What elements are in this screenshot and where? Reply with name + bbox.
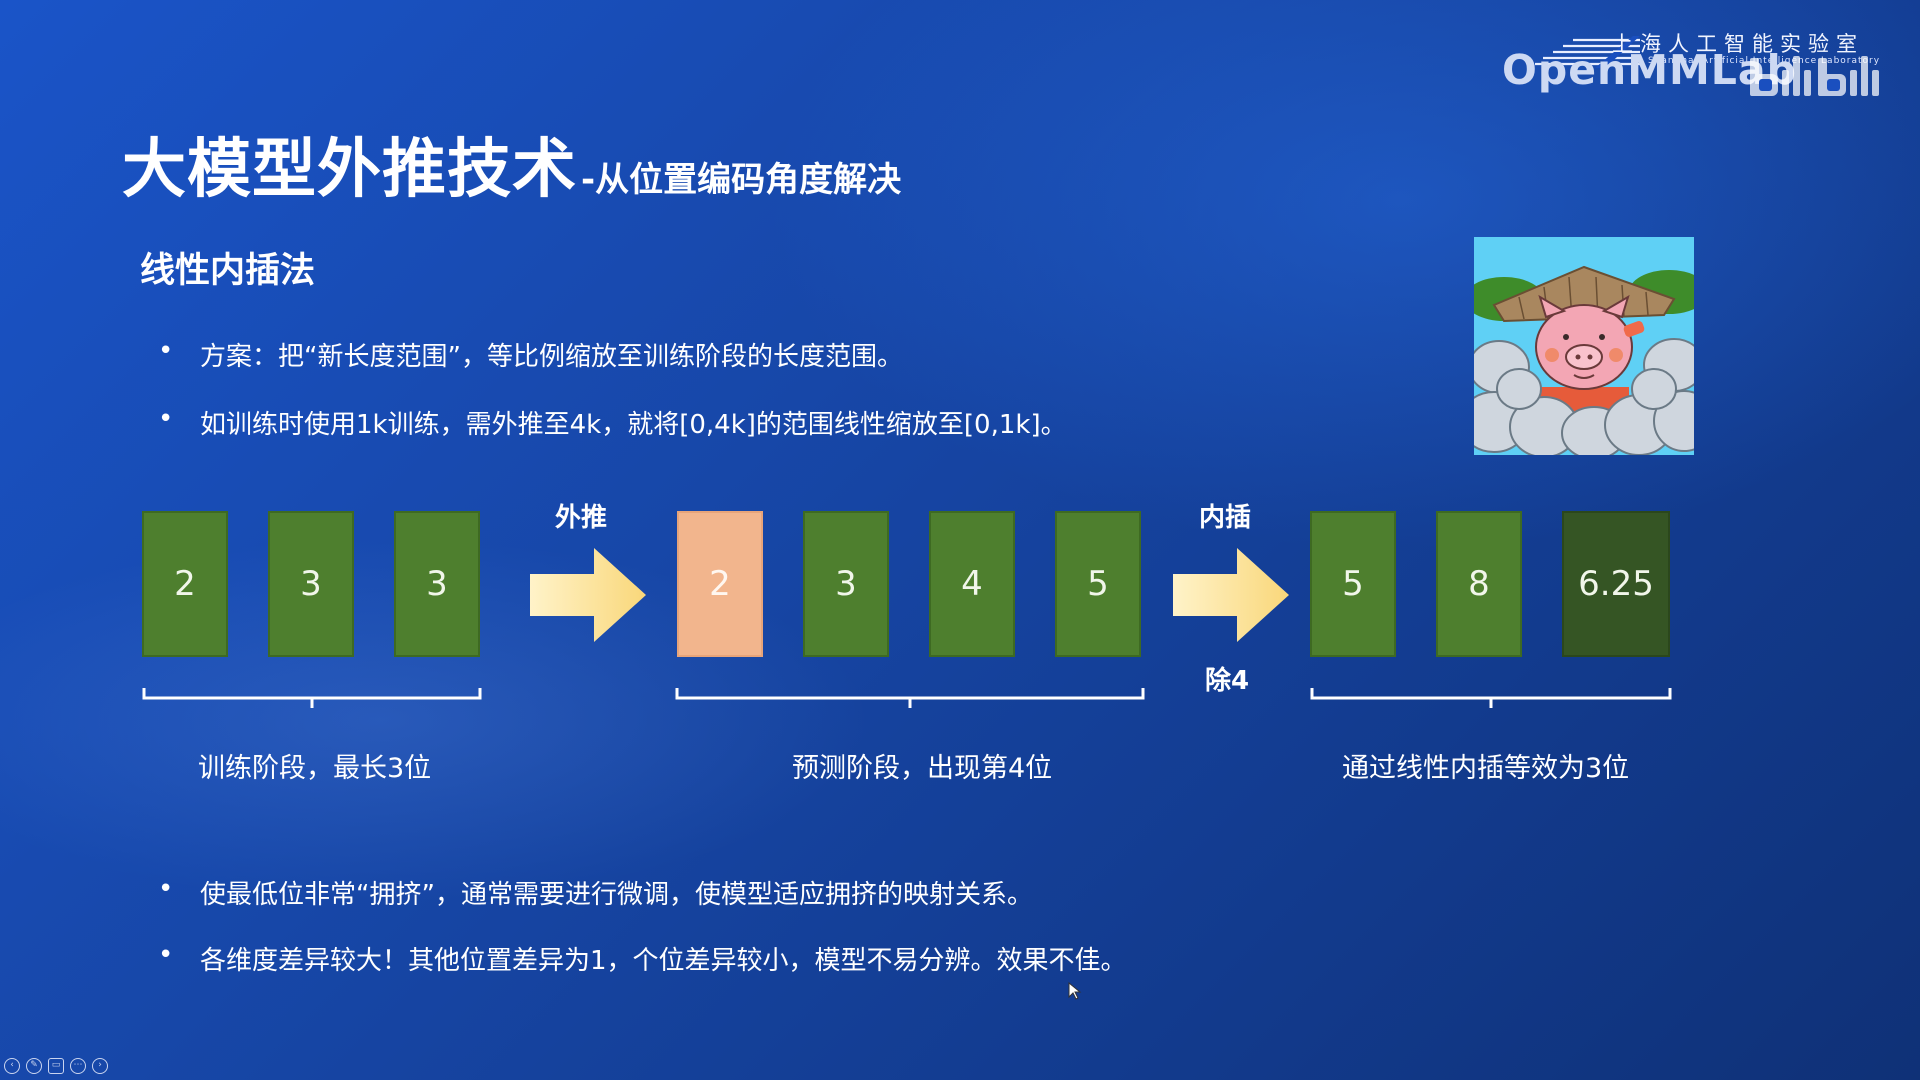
extrapolate-label: 外推 xyxy=(555,503,608,533)
lab-name-cn: 上海人工智能实验室 xyxy=(1612,32,1864,56)
presentation-toolbar: ‹ ✎ ▭ ⋯ › xyxy=(4,1058,108,1076)
bullet-dimension-diff: • 各维度差异较大！其他位置差异为1，个位差异较小，模型不易分辨。效果不佳。 xyxy=(158,940,1127,977)
divide-by-four-label: 除4 xyxy=(1205,666,1250,696)
pig-in-hot-spring-illustration xyxy=(1474,237,1694,455)
token-cell-interpolated-1: 5 xyxy=(1310,511,1396,657)
pen-icon[interactable]: ✎ xyxy=(26,1058,42,1074)
bullet-text: 使最低位非常“拥挤”，通常需要进行微调，使模型适应拥挤的映射关系。 xyxy=(200,880,1033,910)
bullet-text: 方案：把“新长度范围”，等比例缩放至训练阶段的长度范围。 xyxy=(200,342,903,372)
token-cell-prediction-1: 2 xyxy=(677,511,763,657)
token-cell-training-1: 2 xyxy=(142,511,228,657)
bullet-dot: • xyxy=(158,874,174,904)
bullet-scheme: • 方案：把“新长度范围”，等比例缩放至训练阶段的长度范围。 xyxy=(158,336,903,373)
slide-title: 大模型外推技术-从位置编码角度解决 xyxy=(122,118,901,210)
section-title: 线性内插法 xyxy=(140,251,316,291)
bullet-text: 各维度差异较大！其他位置差异为1，个位差异较小，模型不易分辨。效果不佳。 xyxy=(200,946,1127,976)
training-brace xyxy=(142,688,482,708)
title-main: 大模型外推技术 xyxy=(122,133,577,207)
bullet-dot: • xyxy=(158,940,174,970)
token-cell-prediction-3: 4 xyxy=(929,511,1015,657)
title-subtitle: -从位置编码角度解决 xyxy=(581,160,902,200)
bullet-dot: • xyxy=(158,336,174,366)
lab-name-en: Shanghai Artificial Intelligence Laborat… xyxy=(1648,56,1881,66)
interpolated-brace xyxy=(1310,688,1672,708)
bullet-example: • 如训练时使用1k训练，需外推至4k，就将[0,4k]的范围线性缩放至[0,1… xyxy=(158,404,1067,441)
bullet-text: 如训练时使用1k训练，需外推至4k，就将[0,4k]的范围线性缩放至[0,1k]… xyxy=(200,410,1067,440)
mouse-cursor-icon xyxy=(1068,982,1082,1000)
token-cell-prediction-2: 3 xyxy=(803,511,889,657)
back-icon[interactable]: ‹ xyxy=(4,1058,20,1074)
lab-logo-lines-icon xyxy=(1535,36,1640,68)
prediction-brace xyxy=(675,688,1145,708)
token-cell-training-2: 3 xyxy=(268,511,354,657)
interpolation-stage-label: 通过线性内插等效为3位 xyxy=(1342,753,1630,784)
token-cell-training-3: 3 xyxy=(394,511,480,657)
prediction-stage-label: 预测阶段，出现第4位 xyxy=(792,753,1053,784)
openmmlab-wordmark: OpenMMLab xyxy=(1502,46,1797,94)
bilibili-watermark-logo xyxy=(1750,56,1879,96)
token-cell-interpolated-3: 6.25 xyxy=(1562,511,1670,657)
token-cell-prediction-4: 5 xyxy=(1055,511,1141,657)
bullet-dot: • xyxy=(158,404,174,434)
extrapolate-arrow-icon xyxy=(530,548,646,642)
bullet-crowded: • 使最低位非常“拥挤”，通常需要进行微调，使模型适应拥挤的映射关系。 xyxy=(158,874,1033,911)
training-stage-label: 训练阶段，最长3位 xyxy=(198,753,432,784)
token-cell-interpolated-2: 8 xyxy=(1436,511,1522,657)
interpolate-label: 内插 xyxy=(1199,503,1252,533)
forward-icon[interactable]: › xyxy=(92,1058,108,1074)
interpolate-arrow-icon xyxy=(1173,548,1289,642)
cc-icon[interactable]: ▭ xyxy=(48,1058,64,1074)
more-icon[interactable]: ⋯ xyxy=(70,1058,86,1074)
